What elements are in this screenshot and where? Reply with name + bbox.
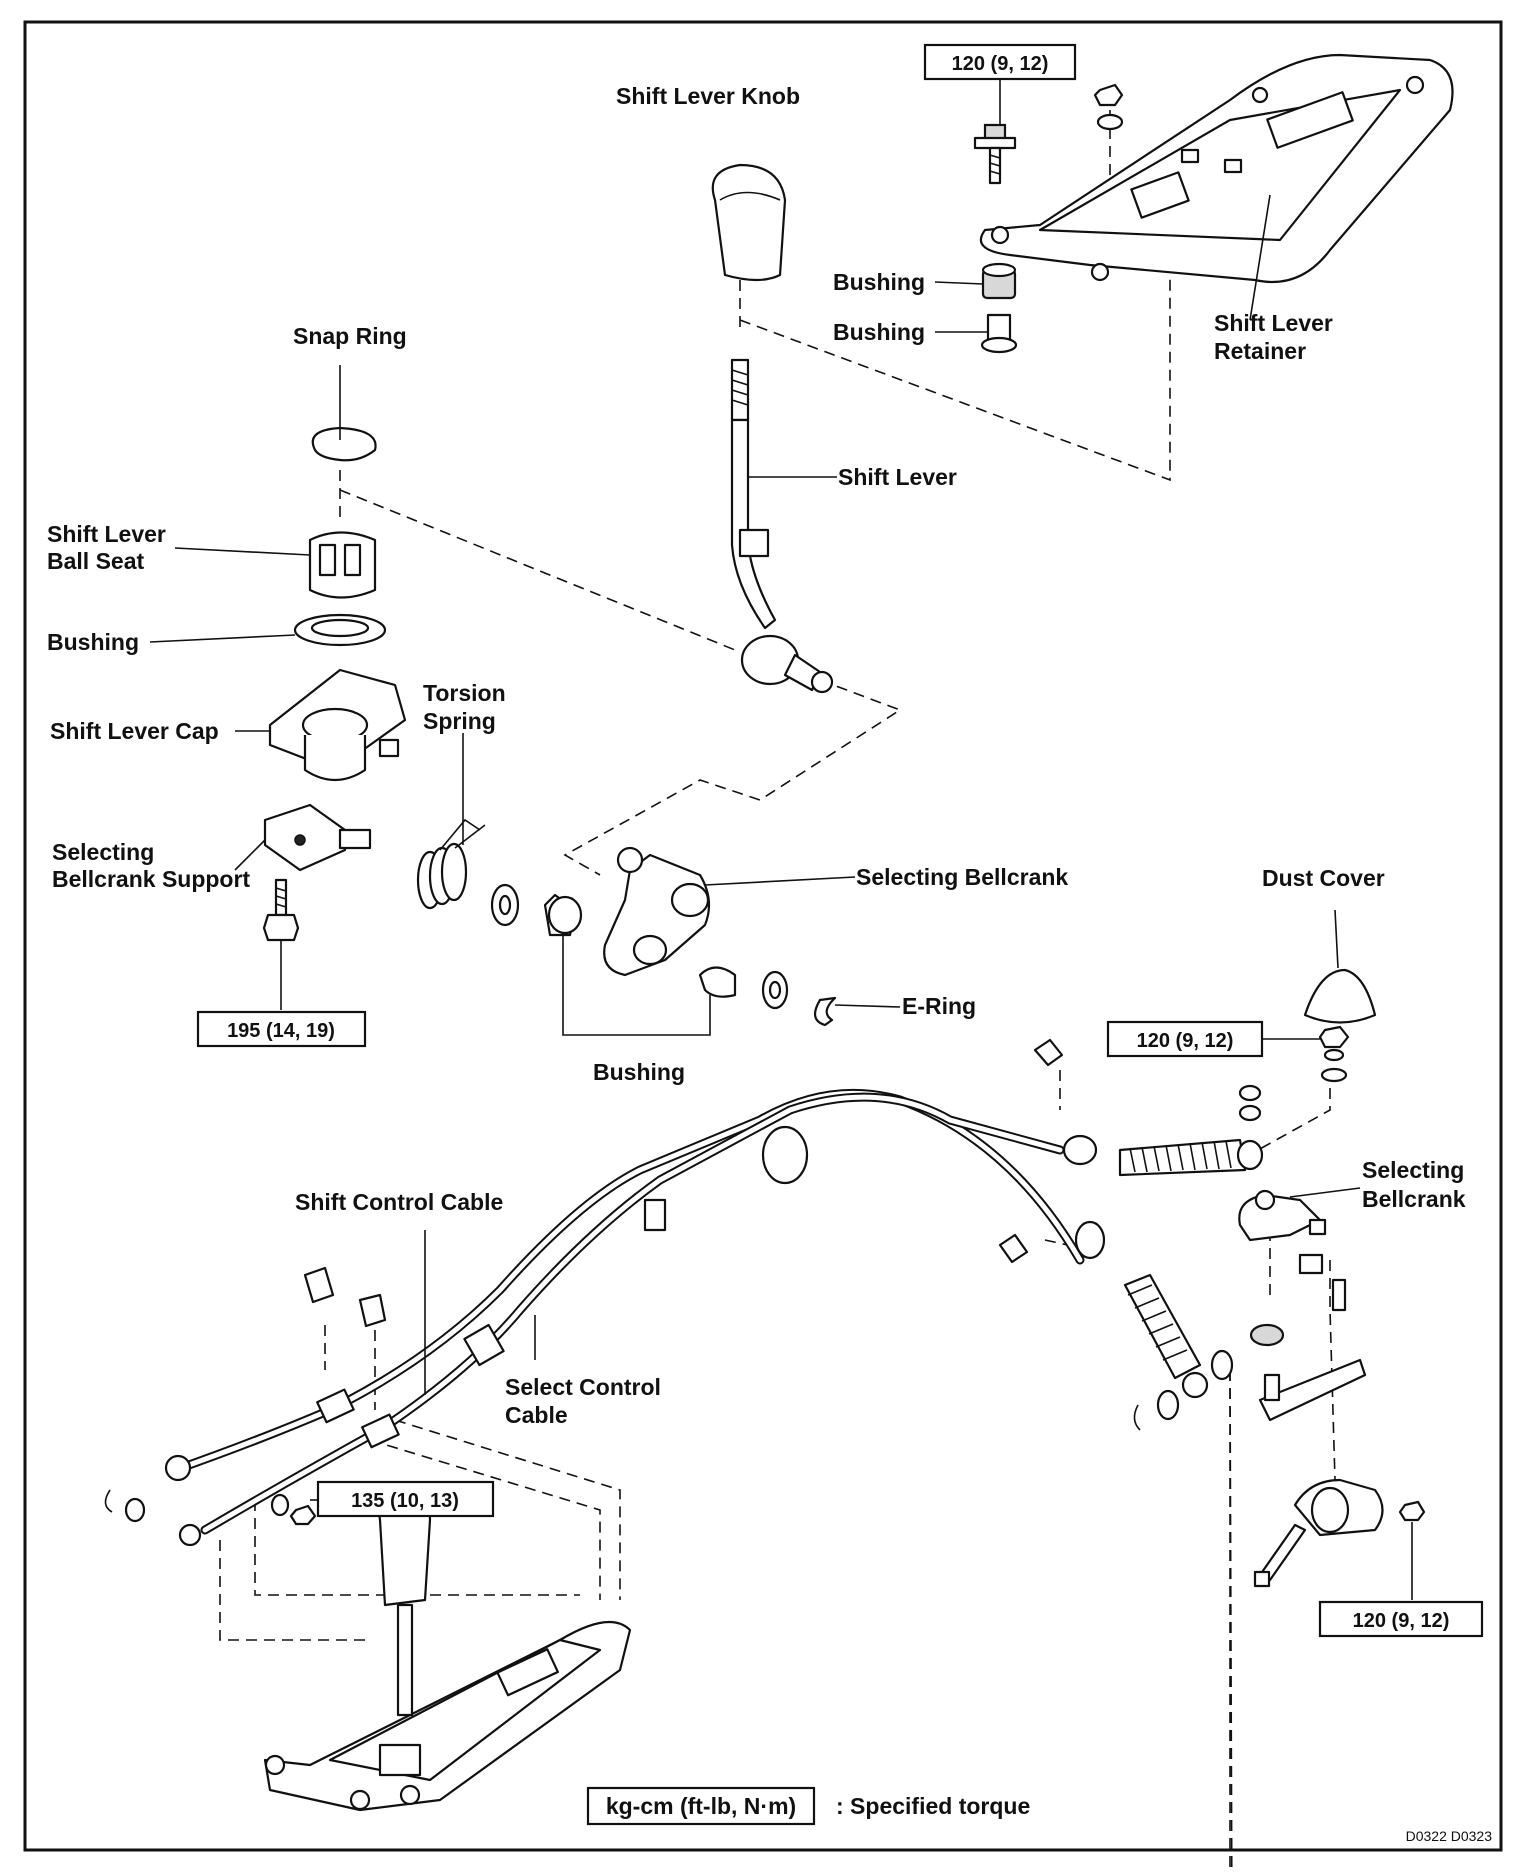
label-dust-cover: Dust Cover <box>1262 865 1385 891</box>
torque-boxes: 120 (9, 12) 195 (14, 19) 120 (9, 12) 135… <box>196 43 1484 1638</box>
label-select-cable-line1: Select Control <box>505 1374 661 1400</box>
bottom-shifter-assembly <box>263 1486 632 1812</box>
legend: kg-cm (ft-lb, N·m) : Specified torque <box>586 1786 1030 1826</box>
label-select-cable-line2: Cable <box>505 1402 568 1428</box>
torque-box-bottom-right: 120 (9, 12) <box>1318 1600 1484 1638</box>
label-shift-control-cable: Shift Control Cable <box>295 1189 503 1215</box>
cable-clips <box>303 1038 1262 1328</box>
snap-ring <box>311 426 377 462</box>
washer-center <box>490 883 520 927</box>
figure-code: D0322 D0323 <box>1406 1828 1493 1844</box>
bellcrank-right-parts <box>1249 1253 1367 1422</box>
cables <box>170 1088 1085 1535</box>
label-torsion-spring-line1: Torsion <box>423 680 506 706</box>
torque-top: 120 (9, 12) <box>952 53 1049 75</box>
label-retainer-line2: Retainer <box>1214 338 1306 364</box>
torque-support-bolt: 195 (14, 19) <box>227 1020 335 1042</box>
part-labels: Shift Lever Knob Snap Ring Shift Lever B… <box>47 83 1466 1428</box>
retainer-bolt <box>973 123 1017 185</box>
label-e-ring: E-Ring <box>902 993 976 1019</box>
selecting-bellcrank-support <box>263 803 372 872</box>
cable-nut-washers <box>1318 1025 1350 1083</box>
selecting-bellcrank <box>603 846 711 977</box>
shift-lever-cap <box>268 668 407 781</box>
torsion-spring <box>416 818 486 910</box>
label-bushing-left: Bushing <box>47 629 139 655</box>
shift-lever-ball-seat <box>308 531 377 599</box>
label-bushing-bottom: Bushing <box>593 1059 685 1085</box>
label-shift-lever: Shift Lever <box>838 464 957 490</box>
washer-right <box>761 970 789 1010</box>
shift-lever-knob <box>711 163 787 282</box>
label-bushing-top-1: Bushing <box>833 269 925 295</box>
label-bushing-top-2: Bushing <box>833 319 925 345</box>
selecting-bellcrank-right <box>1238 1189 1327 1242</box>
left-small-parts <box>104 1489 317 1526</box>
label-bellcrank-right-line2: Bellcrank <box>1362 1186 1466 1212</box>
label-support-line1: Selecting <box>52 839 154 865</box>
shift-lever <box>730 358 834 694</box>
torque-box-bottom-left: 135 (10, 13) <box>316 1480 495 1518</box>
label-shift-lever-cap: Shift Lever Cap <box>50 718 219 744</box>
label-torsion-spring-line2: Spring <box>423 708 496 734</box>
e-ring <box>813 996 837 1027</box>
legend-unit-box: kg-cm (ft-lb, N·m) <box>606 1793 796 1819</box>
torque-box-support: 195 (14, 19) <box>196 1010 367 1048</box>
label-selecting-bellcrank: Selecting Bellcrank <box>856 864 1068 890</box>
shift-lever-retainer <box>979 53 1454 284</box>
bushing-ring-left <box>293 613 387 647</box>
cable-hardware <box>164 1125 1264 1547</box>
retainer-bushings <box>980 262 1018 354</box>
retainer-nut <box>1093 83 1124 131</box>
torque-box-cable-nut: 120 (9, 12) <box>1106 1020 1264 1058</box>
dust-cover <box>1303 968 1377 1024</box>
label-ball-seat-line2: Ball Seat <box>47 548 144 574</box>
label-shift-lever-knob: Shift Lever Knob <box>616 83 800 109</box>
label-bellcrank-right-line1: Selecting <box>1362 1157 1464 1183</box>
transmission-lever <box>1253 1478 1426 1588</box>
label-snap-ring: Snap Ring <box>293 323 407 349</box>
label-retainer-line1: Shift Lever <box>1214 310 1333 336</box>
torque-bottom-right: 120 (9, 12) <box>1353 1610 1450 1632</box>
support-bolt <box>262 878 300 942</box>
label-ball-seat-line1: Shift Lever <box>47 521 166 547</box>
figure-border <box>23 20 1503 1852</box>
label-support-line2: Bellcrank Support <box>52 866 250 892</box>
torque-cable-nut: 120 (9, 12) <box>1137 1030 1234 1052</box>
torque-bottom-left: 135 (10, 13) <box>351 1490 459 1512</box>
bushing-center <box>543 893 583 937</box>
torque-box-top: 120 (9, 12) <box>923 43 1077 81</box>
leader-lines <box>149 80 1413 1600</box>
legend-description: : Specified torque <box>836 1793 1030 1819</box>
bushing-small <box>698 966 737 998</box>
